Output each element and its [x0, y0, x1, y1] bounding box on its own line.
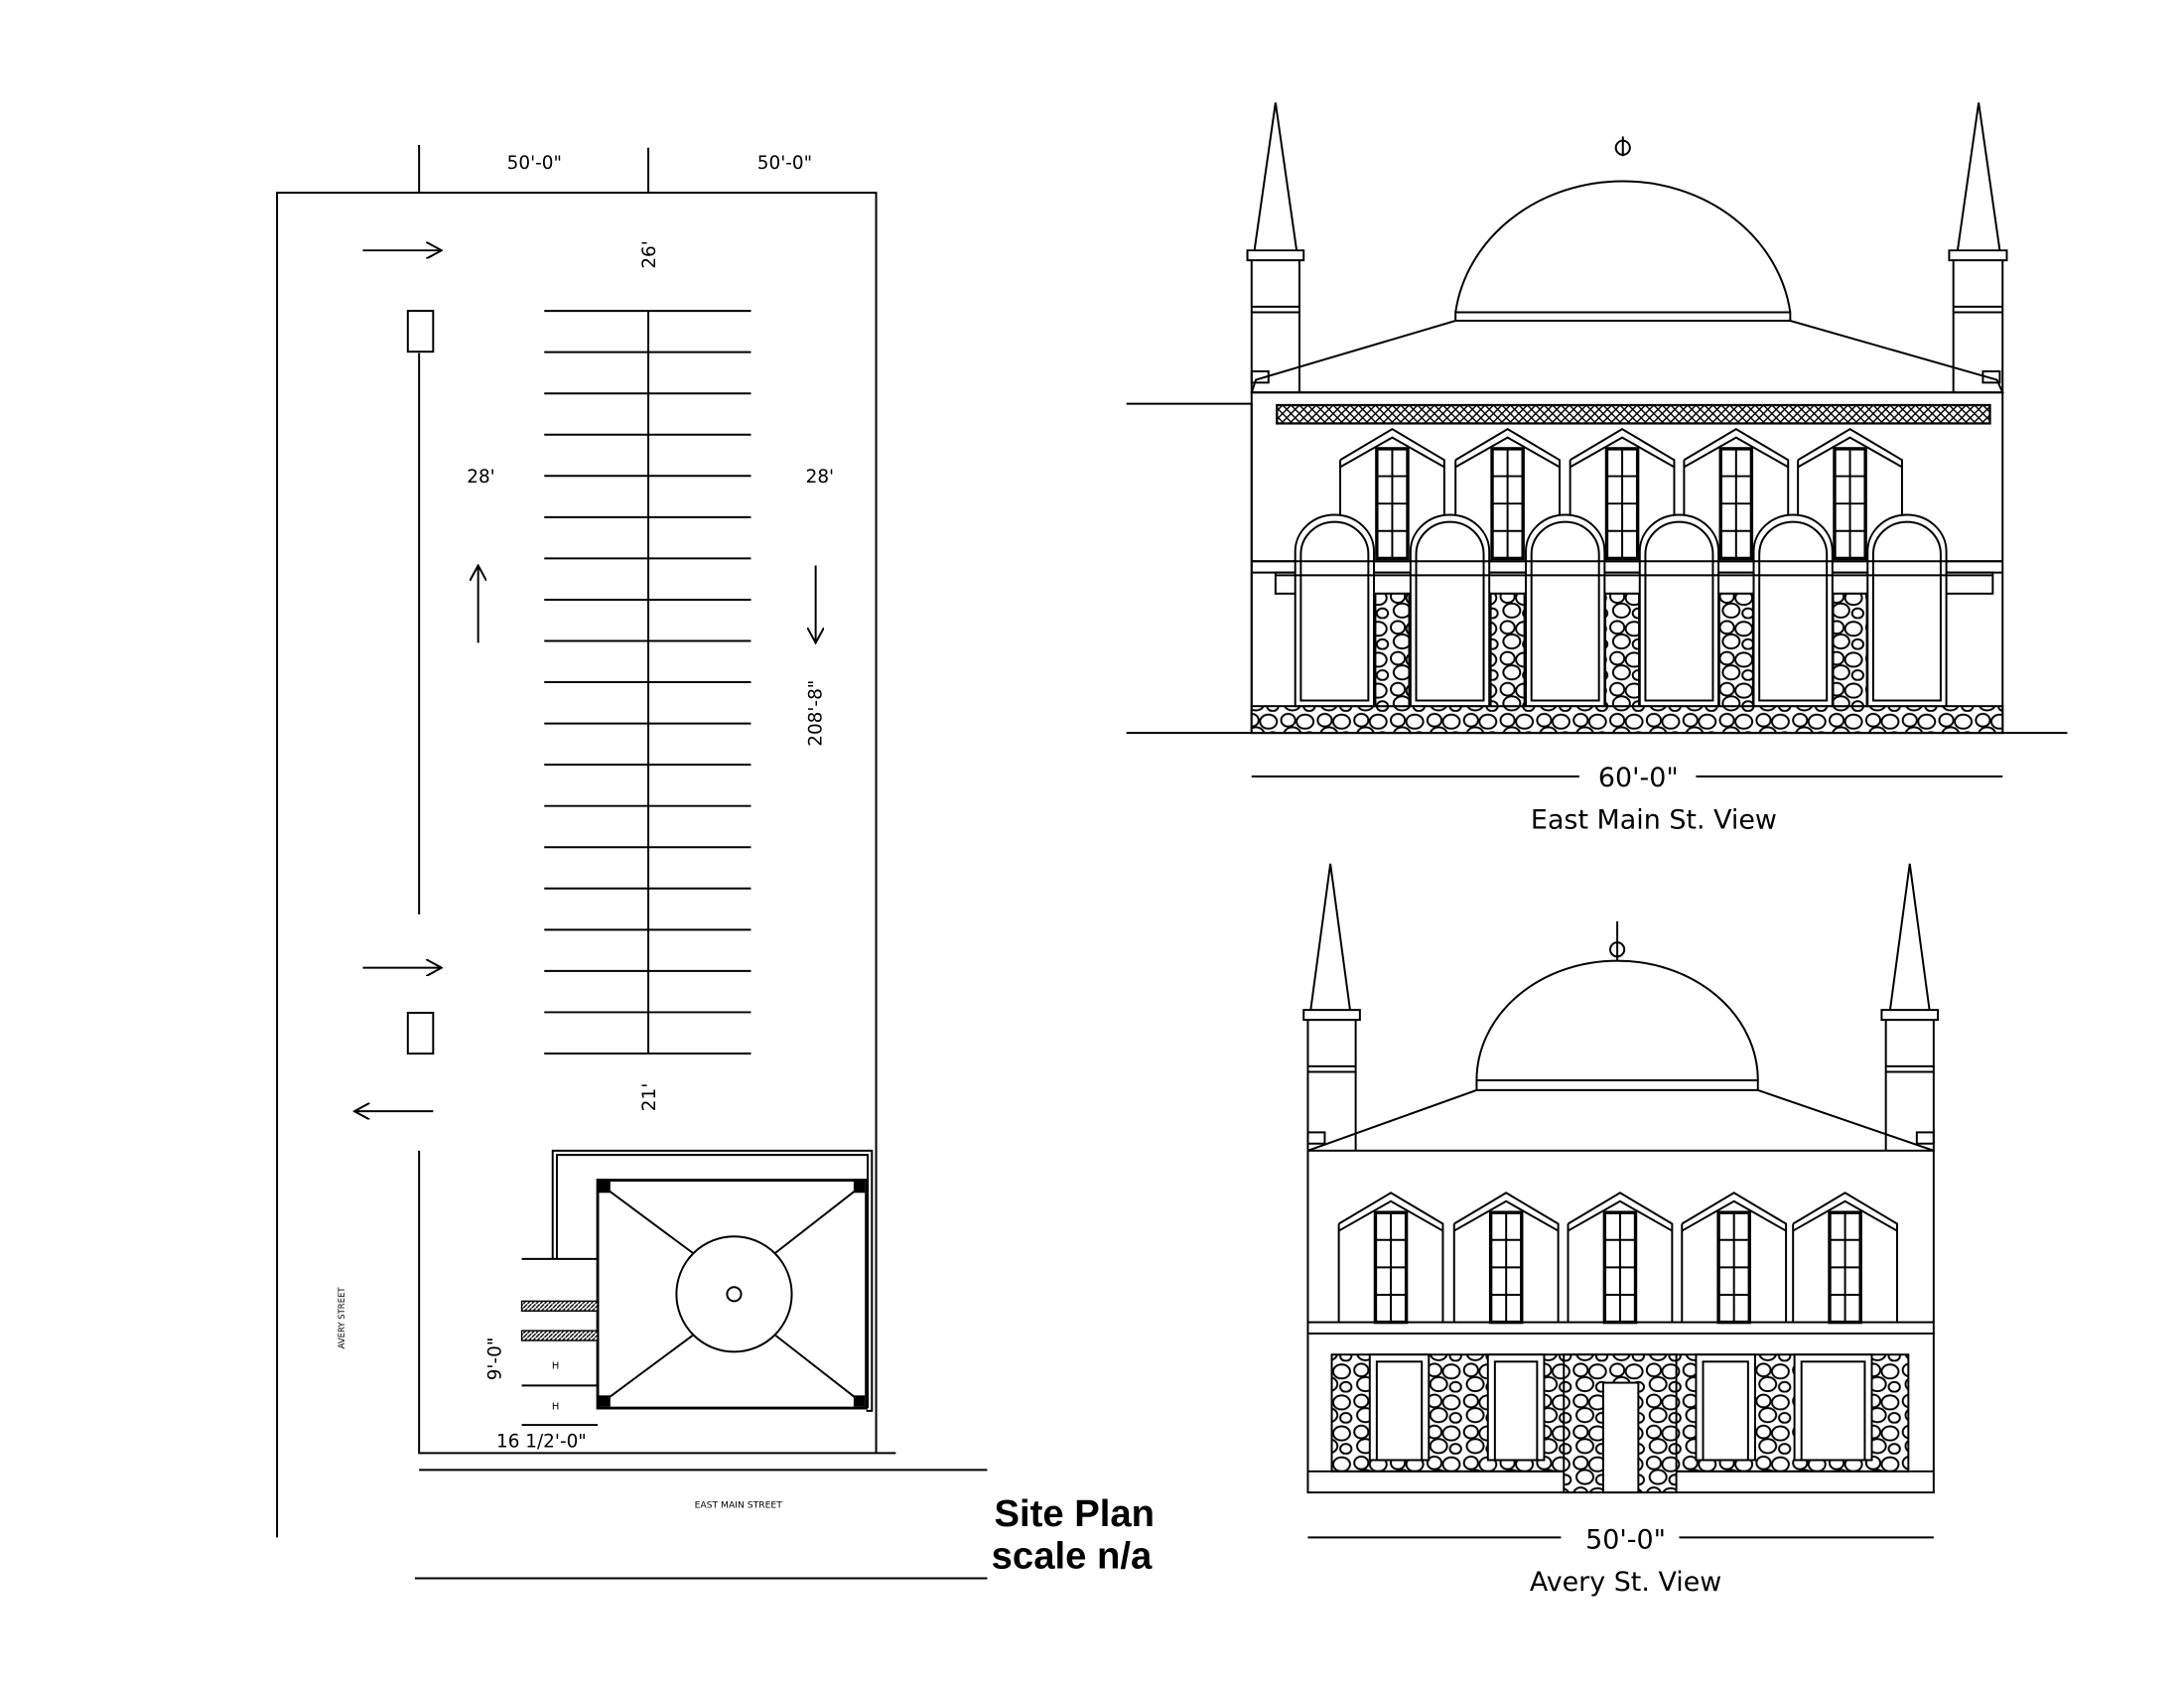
dim-top-left: 50'-0": [507, 153, 562, 174]
upper-window-grid: [1375, 1212, 1407, 1323]
arched-window: [1525, 513, 1606, 708]
arched-window: [1409, 513, 1491, 708]
dim-lane-left: 28': [467, 467, 494, 488]
arched-window-inner: [1299, 520, 1370, 702]
upper-gable: [1792, 1192, 1899, 1323]
sign-box: [406, 310, 435, 353]
parking-stalls: [544, 310, 751, 1055]
stone-pier: [1832, 592, 1868, 708]
site-plan-scale: scale n/a: [992, 1535, 1153, 1578]
street-label-east-main: EAST MAIN STREET: [695, 1500, 783, 1511]
avery-caption: Avery St. View: [1530, 1567, 1721, 1598]
building-footprint: [520, 1149, 874, 1427]
dim-entry: 9'-0": [484, 1337, 505, 1381]
lower-window: [1486, 1353, 1546, 1462]
upper-window-grid: [1720, 448, 1752, 559]
lower-window-inner: [1702, 1360, 1749, 1462]
handicap-label: H: [552, 1360, 559, 1371]
dim-building: 16 1/2'-0": [496, 1432, 587, 1453]
arched-window-inner: [1415, 520, 1485, 702]
arched-window-inner: [1530, 520, 1600, 702]
avery-dimension: 50'-0": [1585, 1525, 1666, 1556]
lower-window-inner: [1800, 1360, 1866, 1462]
upper-window-grid: [1376, 448, 1409, 559]
upper-window-grid: [1830, 1212, 1861, 1323]
east-main-elevation: [1126, 102, 2068, 735]
arched-window: [1752, 513, 1834, 708]
upper-gable: [1567, 1192, 1674, 1323]
upper-window-grid: [1604, 1212, 1636, 1323]
upper-gable: [1452, 1192, 1560, 1323]
arched-window-inner: [1871, 520, 1942, 702]
lower-window-inner: [1375, 1360, 1424, 1462]
upper-window-grid: [1490, 1212, 1522, 1323]
street-label-avery: AVERY STREET: [338, 1287, 347, 1349]
site-plan-title: Site Plan: [995, 1492, 1156, 1535]
string-course: [1251, 560, 2003, 577]
stone-pier: [1374, 592, 1411, 708]
lane-divider: [418, 352, 896, 1455]
lower-window-inner: [1493, 1360, 1539, 1462]
property-line: [276, 192, 878, 1538]
dim-rear-setback: 21': [639, 1083, 660, 1111]
arched-window-inner: [1644, 520, 1714, 702]
upper-gable: [1681, 1192, 1788, 1323]
east-caption: East Main St. View: [1531, 804, 1777, 835]
stone-pier: [1717, 592, 1754, 708]
lower-window: [1368, 1353, 1431, 1462]
dim-length: 208'-8": [805, 680, 826, 747]
lower-window: [1793, 1353, 1873, 1462]
avery-elevation: [1302, 863, 1940, 1494]
upper-window-grid: [1834, 448, 1866, 559]
upper-window-grid: [1492, 448, 1524, 559]
arched-window: [1294, 513, 1376, 708]
arched-window: [1866, 513, 1948, 708]
upper-window-grid: [1718, 1212, 1750, 1323]
site-plan: 50'-0" 50'-0" 26' 28' 28' 208'-8" 21' 9'…: [276, 144, 1156, 1580]
lower-window: [1695, 1353, 1756, 1462]
dimension-ticks: [418, 144, 650, 194]
arched-window: [1638, 513, 1720, 708]
dim-front-setback: 26': [639, 240, 660, 268]
stone-pier: [1604, 592, 1641, 708]
arched-window-inner: [1758, 520, 1829, 702]
stone-pier: [1489, 592, 1526, 708]
upper-gable: [1337, 1192, 1444, 1323]
sign-box: [406, 1012, 435, 1055]
upper-window-grid: [1606, 448, 1638, 559]
dim-lane-right: 28': [806, 467, 834, 488]
east-dimension: 60'-0": [1598, 763, 1679, 793]
dim-top-right: 50'-0": [757, 153, 812, 174]
handicap-label: H: [552, 1401, 559, 1412]
